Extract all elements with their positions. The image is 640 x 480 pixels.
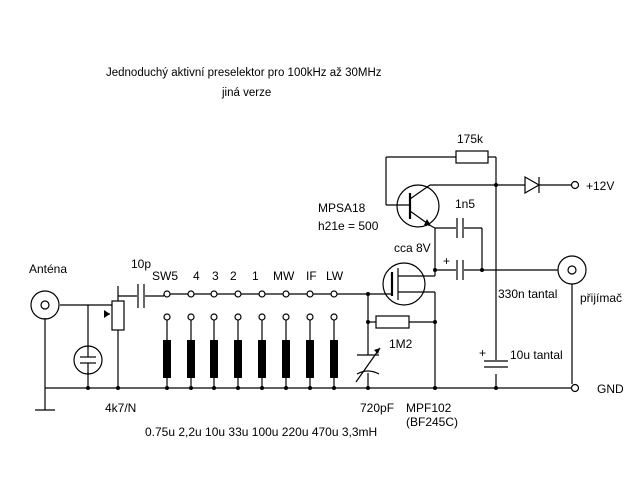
- inductor-values-label: 0.75u 2,2u 10u 33u 100u 220u 470u 3,3mH: [145, 425, 377, 439]
- band-switch: [86, 290, 437, 390]
- junction-dot: [236, 386, 240, 390]
- receiver-label: přijímač: [580, 291, 622, 305]
- band-label-sw5: SW5: [152, 269, 178, 283]
- switch-contact-lower-1: [258, 313, 266, 321]
- capacitor-10u-label: 10u tantal: [510, 348, 563, 362]
- diode: [524, 175, 541, 195]
- junction-dot: [116, 386, 120, 390]
- ground-terminal: [570, 383, 580, 393]
- switch-contact-sw5: [163, 290, 171, 298]
- switch-contact-lower-lw: [330, 313, 338, 321]
- switch-contact-lower-4: [187, 313, 195, 321]
- switch-contact-2: [234, 290, 242, 298]
- capacitor-10u: [484, 183, 508, 390]
- resistor-175k: [455, 150, 489, 164]
- fet-voltage-label: cca 8V: [394, 241, 431, 255]
- capacitor-1n5-label: 1n5: [455, 197, 475, 211]
- resistor-1m2: [366, 315, 437, 329]
- switch-contact-lower-sw5: [163, 313, 171, 321]
- band-label-2: 2: [230, 269, 237, 283]
- transistor-mpsa18: [396, 184, 440, 228]
- fet-label: MPF102: [406, 401, 452, 415]
- receiver-connector: [557, 255, 587, 285]
- switch-contact-mw: [282, 290, 290, 298]
- inductor-mw: [282, 340, 290, 378]
- capacitor-1n5: [456, 218, 464, 238]
- band-label-1: 1: [252, 269, 259, 283]
- inductor-4: [187, 340, 195, 378]
- transistor-label: MPSA18: [318, 201, 366, 215]
- switch-contact-lower-3: [210, 313, 218, 321]
- supply-label: +12V: [586, 179, 614, 193]
- band-label-lw: LW: [326, 269, 344, 283]
- supply-terminal: [570, 180, 580, 190]
- potentiometer: [104, 300, 125, 331]
- capacitor-10u-plus: +: [479, 346, 486, 360]
- junction-dot: [332, 386, 336, 390]
- switch-contact-3: [210, 290, 218, 298]
- band-label-3: 3: [212, 269, 219, 283]
- junction-dot: [212, 386, 216, 390]
- potentiometer-label: 4k7/N: [105, 401, 136, 415]
- capacitor-10p: [137, 284, 145, 308]
- junction-dot: [433, 386, 437, 390]
- capacitor-330n-plus: +: [443, 254, 450, 268]
- fet-alt-label: (BF245C): [406, 415, 458, 429]
- antenna-connector: [30, 290, 60, 320]
- junction-dot: [86, 386, 90, 390]
- variable-capacitor-label: 720pF: [360, 401, 394, 415]
- band-label-if: IF: [306, 269, 317, 283]
- diagram-title: Jednoduchý aktivní preselektor pro 100kH…: [106, 67, 382, 79]
- inductor-2: [234, 340, 242, 378]
- band-label-mw: MW: [273, 269, 295, 283]
- switch-contact-lower-mw: [282, 313, 290, 321]
- resistor-1m2-label: 1M2: [389, 337, 413, 351]
- ground-label: GND: [597, 382, 624, 396]
- junction-dot: [366, 386, 370, 390]
- inductor-if: [306, 340, 314, 378]
- switch-contact-if: [306, 290, 314, 298]
- band-label-4: 4: [193, 269, 200, 283]
- inductor-lw: [330, 340, 338, 378]
- capacitor-330n-label: 330n tantal: [498, 287, 557, 301]
- diagram-subtitle: jiná verze: [221, 87, 271, 99]
- switch-contact-1: [258, 290, 266, 298]
- surge-arrester: [73, 345, 103, 375]
- switch-contact-lower-2: [234, 313, 242, 321]
- switch-contact-lower-if: [306, 313, 314, 321]
- variable-capacitor: [355, 347, 381, 383]
- junction-dot: [284, 386, 288, 390]
- capacitor-10p-label: 10p: [131, 257, 151, 271]
- junction-dot: [189, 386, 193, 390]
- inductor-1: [258, 340, 266, 378]
- antenna-label: Anténa: [29, 262, 67, 276]
- capacitor-330n: [433, 260, 484, 280]
- fet-mpf102: [366, 262, 426, 306]
- junction-dot: [260, 386, 264, 390]
- switch-contact-lw: [330, 290, 338, 298]
- resistor-175k-label: 175k: [457, 132, 484, 146]
- switch-contact-4: [187, 290, 195, 298]
- junction-dot: [165, 386, 169, 390]
- inductor-sw5: [163, 340, 171, 378]
- junction-dot: [308, 386, 312, 390]
- band-switch-labels: SW5 4 3 2 1 MW IF LW: [152, 269, 344, 283]
- inductor-3: [210, 340, 218, 378]
- transistor-hfe-label: h21e = 500: [318, 219, 379, 233]
